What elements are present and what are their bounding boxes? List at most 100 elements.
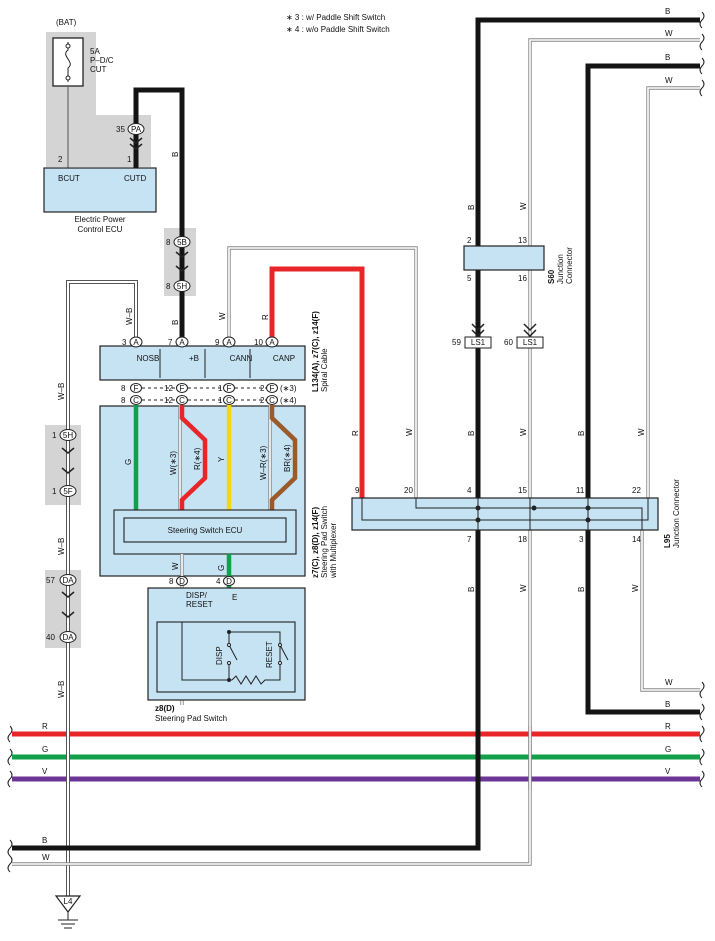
ecu-term-bcut: BCUT: [58, 174, 80, 183]
ground-icon: [54, 895, 82, 913]
spiral-pin-10: 10: [254, 338, 263, 347]
l95-label: L95: [663, 534, 672, 548]
wire-b-bottom: [12, 498, 481, 851]
svg-text:13: 13: [518, 236, 527, 245]
power-control-ecu-box: [43, 167, 157, 213]
svg-text:V: V: [42, 767, 48, 776]
svg-text:1: 1: [218, 396, 223, 405]
steering-switch-ecu-title: Steering Switch ECU: [168, 526, 243, 535]
ecu-pin-4: 4: [216, 577, 221, 586]
fuse-name-1: P–D/C: [90, 56, 114, 65]
spiral-cable-box: [99, 345, 306, 381]
resistor-icon: [231, 675, 268, 685]
svg-text:16: 16: [518, 274, 527, 283]
term-disp: DISP/: [186, 591, 208, 600]
wire-w-second: [647, 87, 700, 498]
svg-text:W: W: [519, 202, 528, 210]
svg-text:B: B: [42, 836, 47, 845]
l95-junction-box: [351, 497, 659, 531]
s60-label: S60: [547, 269, 556, 284]
svg-text:F: F: [270, 384, 275, 393]
fuse-source: (BAT): [56, 18, 77, 27]
conn-5h-num: 8: [166, 282, 171, 291]
svg-text:22: 22: [632, 486, 641, 495]
wire-r-canp: [269, 266, 365, 498]
svg-text:B: B: [467, 587, 476, 592]
conn-5h-left-code: 5H: [63, 431, 73, 440]
svg-text:B: B: [665, 700, 670, 709]
conn-5f-code: 5F: [63, 487, 72, 496]
svg-text:Y: Y: [217, 456, 226, 462]
connector-chevron-icon: [129, 137, 143, 150]
svg-text:W: W: [171, 562, 180, 570]
spiral-term-canp: CANP: [273, 354, 295, 363]
spiral-sublabel: Spiral Cable: [320, 348, 329, 392]
svg-text:2: 2: [260, 396, 265, 405]
svg-text:B: B: [467, 205, 476, 210]
svg-text:BR(∗4): BR(∗4): [283, 444, 292, 472]
svg-text:7: 7: [467, 535, 472, 544]
svg-text:60: 60: [504, 338, 513, 347]
wire-b-second: [585, 63, 700, 498]
conn-5h-code: 5H: [177, 282, 187, 291]
ground-code: L4: [64, 897, 73, 906]
svg-text:W–B: W–B: [57, 681, 66, 698]
svg-text:20: 20: [404, 486, 413, 495]
fuse-name-2: CUT: [90, 65, 107, 74]
svg-text:C: C: [226, 396, 232, 405]
switch-reset-label: RESET: [265, 641, 274, 668]
svg-text:W: W: [665, 76, 673, 85]
conn-da2-num: 40: [46, 633, 55, 642]
ecu-pin-left: 2: [58, 155, 63, 164]
wire-r-star4: [179, 405, 208, 510]
switch-disp-label: DISP: [215, 646, 224, 665]
svg-text:R: R: [42, 722, 48, 731]
svg-text:(∗3): (∗3): [280, 384, 297, 393]
conn-5b-code: 5B: [177, 238, 187, 247]
svg-text:B: B: [665, 53, 670, 62]
spiral-row-f: [130, 383, 278, 393]
spiral-pin-7: 7: [168, 338, 173, 347]
svg-text:C: C: [133, 396, 139, 405]
spiral-label: L134(A), z7(C), z14(F): [311, 311, 320, 392]
svg-text:1: 1: [218, 384, 223, 393]
svg-text:G: G: [217, 565, 226, 571]
conn-5b-num: 8: [166, 238, 171, 247]
ecu-term-cutd: CUTD: [124, 174, 146, 183]
spiral-pin-3: 3: [122, 338, 127, 347]
continuation-marks: [7, 11, 705, 873]
connector-chevron-icon: [471, 323, 485, 338]
pa-shade: [96, 115, 151, 167]
spiral-row-c: [130, 395, 278, 405]
ecu-pin-right: 1: [127, 155, 132, 164]
connector-chevron-icon: [61, 447, 75, 474]
conn-pa-code: PA: [131, 125, 142, 134]
spiral-term-cann: CANN: [230, 354, 253, 363]
note-2: ∗ 4 : w/o Paddle Shift Switch: [286, 25, 390, 34]
ecu-label-1: Electric Power: [74, 215, 125, 224]
svg-text:W–B: W–B: [57, 383, 66, 400]
svg-text:Connector: Connector: [565, 247, 574, 284]
svg-text:59: 59: [452, 338, 461, 347]
svg-text:Steering Pad Switch: Steering Pad Switch: [320, 506, 329, 578]
svg-text:V: V: [665, 767, 671, 776]
svg-text:B: B: [467, 431, 476, 436]
svg-text:W–B: W–B: [125, 308, 134, 325]
svg-text:12: 12: [164, 384, 173, 393]
steering-ecu-label: z7(C), z8(D), z14(F): [311, 507, 320, 578]
svg-text:C: C: [269, 396, 275, 405]
svg-text:18: 18: [518, 535, 527, 544]
svg-text:(∗4): (∗4): [280, 396, 297, 405]
svg-text:W: W: [665, 29, 673, 38]
spiral-term-b: +B: [189, 354, 199, 363]
svg-text:14: 14: [632, 535, 641, 544]
svg-text:5: 5: [467, 274, 472, 283]
term-e: E: [232, 593, 237, 602]
conn-da1-code: DA: [62, 576, 74, 585]
spiral-pin-9: 9: [215, 338, 220, 347]
svg-text:R(∗4): R(∗4): [193, 447, 202, 470]
wire-w-b-ground: [67, 281, 137, 896]
wire-w-bottom: [12, 498, 531, 865]
svg-text:R: R: [351, 430, 360, 436]
svg-text:W: W: [42, 853, 50, 862]
